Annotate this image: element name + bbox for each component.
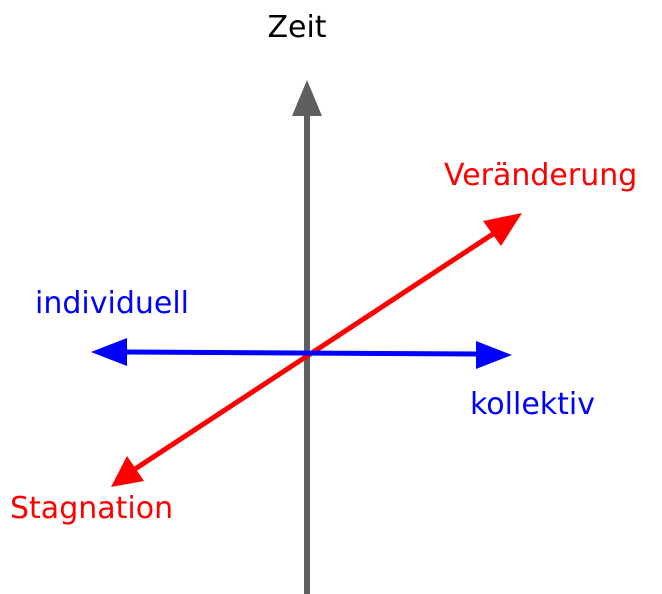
stagnation-label: Stagnation — [10, 491, 173, 526]
time-label: Zeit — [267, 10, 326, 45]
change-axis-arrowhead-down — [111, 456, 144, 487]
social-axis-line — [123, 349, 481, 357]
collective-label: kollektiv — [470, 387, 595, 422]
change-label: Veränderung — [444, 158, 637, 193]
time-axis-arrowhead — [292, 80, 322, 116]
change-axis-arrowhead-up — [483, 213, 522, 246]
social-axis-arrowhead-left — [91, 338, 127, 366]
social-axis-arrowhead-right — [476, 341, 512, 369]
individual-label: individuell — [35, 286, 189, 321]
